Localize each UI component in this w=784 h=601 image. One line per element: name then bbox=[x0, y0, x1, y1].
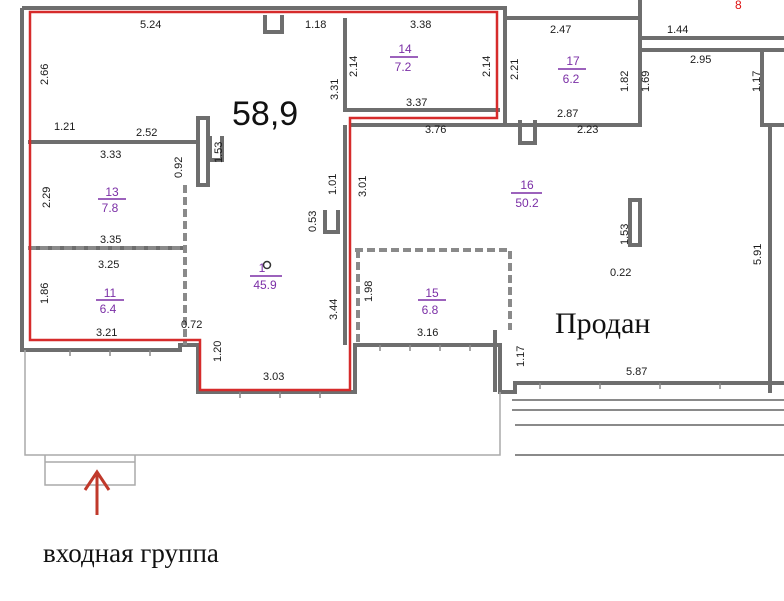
dim: 1.98 bbox=[363, 281, 375, 302]
room-number: 14 bbox=[398, 42, 412, 56]
dim: 0.92 bbox=[173, 157, 185, 178]
dim: 2.95 bbox=[690, 54, 711, 66]
dim: 1.21 bbox=[54, 121, 75, 133]
room-17-label: 17 6.2 bbox=[558, 54, 586, 86]
dim: 1.18 bbox=[305, 19, 326, 31]
dim: 1.17 bbox=[751, 71, 763, 92]
room-number: 13 bbox=[105, 185, 119, 199]
dim: 1.82 bbox=[619, 71, 631, 92]
dim: 1.53 bbox=[619, 224, 631, 245]
dim: 2.23 bbox=[577, 124, 598, 136]
room-area: 45.9 bbox=[253, 278, 277, 292]
room-area: 7.2 bbox=[395, 60, 412, 74]
room-area: 50.2 bbox=[515, 196, 539, 210]
room-number: 15 bbox=[425, 286, 439, 300]
dim: 3.37 bbox=[406, 97, 427, 109]
sold-label: Продан bbox=[555, 307, 650, 340]
total-area: 58,9 bbox=[232, 95, 298, 133]
dim: 1.86 bbox=[39, 283, 51, 304]
dim: 3.38 bbox=[410, 19, 431, 31]
dim: 1.53 bbox=[213, 142, 225, 163]
dim: 2.21 bbox=[509, 59, 521, 80]
terrace-outline bbox=[24, 350, 501, 486]
room-11-label: 11 6.4 bbox=[96, 286, 124, 316]
room-16-label: 16 50.2 bbox=[511, 178, 542, 210]
room-number: 1 bbox=[259, 261, 266, 275]
adjacent-unit-number: 8 bbox=[735, 0, 742, 12]
dim: 1.69 bbox=[640, 71, 652, 92]
room-13-label: 13 7.8 bbox=[98, 185, 126, 215]
dimension-labels: 5.24 1.18 3.38 2.47 1.44 2.95 3.37 1.21 … bbox=[39, 19, 764, 383]
partitions bbox=[28, 185, 512, 345]
unit-highlight bbox=[28, 10, 499, 392]
room-area: 6.2 bbox=[563, 72, 580, 86]
dim: 3.33 bbox=[100, 149, 121, 161]
room-15-label: 15 6.8 bbox=[418, 286, 446, 317]
dim: 3.21 bbox=[96, 327, 117, 339]
entrance-label: входная группа bbox=[43, 538, 219, 568]
room-14-label: 14 7.2 bbox=[390, 42, 418, 74]
dim: 0.22 bbox=[610, 267, 631, 279]
dim: 2.52 bbox=[136, 127, 157, 139]
dim: 0.72 bbox=[181, 319, 202, 331]
dim: 3.01 bbox=[357, 176, 369, 197]
room-area: 6.8 bbox=[422, 303, 439, 317]
dim: 2.29 bbox=[41, 187, 53, 208]
dim: 3.76 bbox=[425, 124, 446, 136]
entrance-arrow bbox=[83, 469, 111, 515]
room-1-label: 1 45.9 bbox=[250, 260, 282, 292]
dim: 5.24 bbox=[140, 19, 161, 31]
dim: 3.44 bbox=[328, 299, 340, 320]
room-number: 11 bbox=[104, 286, 117, 300]
wall-ticks bbox=[69, 345, 721, 398]
dim: 5.87 bbox=[626, 366, 647, 378]
room-number: 16 bbox=[520, 178, 534, 192]
dim: 2.66 bbox=[39, 64, 51, 85]
dim: 1.44 bbox=[667, 24, 688, 36]
dim: 2.14 bbox=[348, 56, 360, 77]
room-number: 17 bbox=[566, 54, 580, 68]
dim: 2.87 bbox=[557, 108, 578, 120]
dim: 3.31 bbox=[329, 79, 341, 100]
dim: 3.25 bbox=[98, 259, 119, 271]
room-area: 6.4 bbox=[100, 302, 117, 316]
dim: 1.20 bbox=[212, 341, 224, 362]
dim: 0.53 bbox=[307, 211, 319, 232]
dim: 2.14 bbox=[481, 56, 493, 77]
dim: 3.35 bbox=[100, 234, 121, 246]
dim: 2.47 bbox=[550, 24, 571, 36]
dim: 5.91 bbox=[752, 244, 764, 265]
dim: 1.01 bbox=[327, 174, 339, 195]
dim: 3.03 bbox=[263, 371, 284, 383]
dim: 1.17 bbox=[515, 346, 527, 367]
room-area: 7.8 bbox=[102, 201, 119, 215]
dim: 3.16 bbox=[417, 327, 438, 339]
